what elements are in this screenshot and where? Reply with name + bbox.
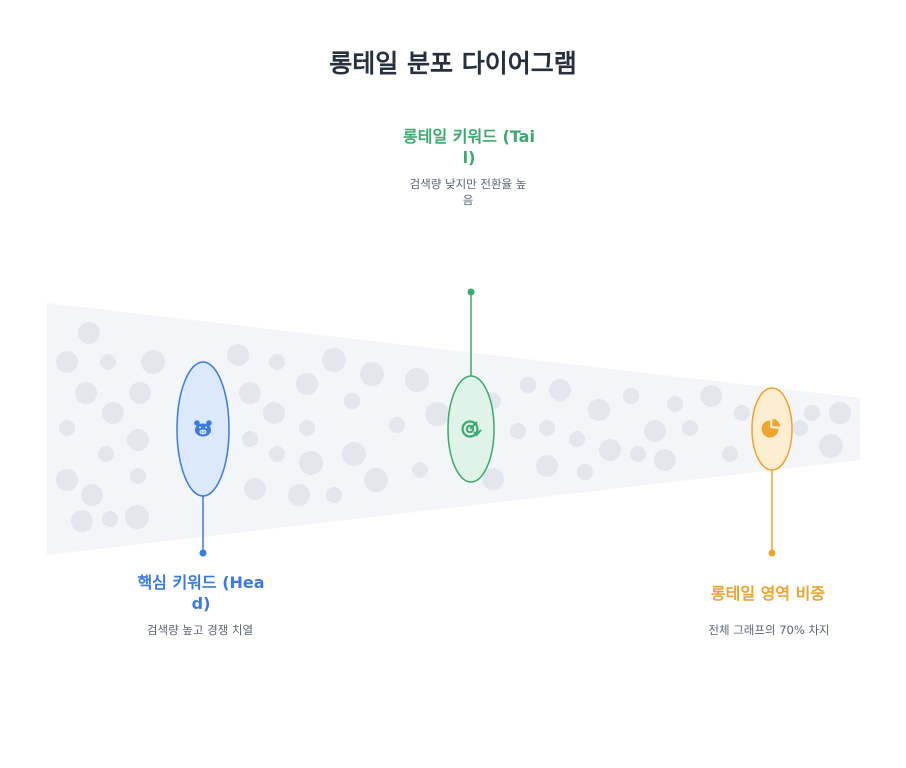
keyword-dot [125, 505, 149, 529]
keyword-dot [536, 455, 558, 477]
keyword-dot [322, 348, 346, 372]
long-tail-share-description: 전체 그래프의 70% 차지 [708, 623, 830, 637]
head-node [176, 361, 230, 497]
keyword-dot [269, 446, 285, 462]
share-node [751, 387, 793, 471]
share-connector-dot [768, 549, 776, 557]
keyword-dot [227, 344, 249, 366]
keyword-dot [299, 451, 323, 475]
tail-node [447, 375, 495, 483]
keyword-dot [100, 354, 116, 370]
keyword-dot [829, 402, 851, 424]
keyword-dot [588, 399, 610, 421]
keyword-dot [412, 462, 428, 478]
keyword-dots [56, 322, 851, 532]
keyword-dot [269, 354, 285, 370]
keyword-dot [129, 382, 151, 404]
head-keyword-description: 검색량 높고 경쟁 치열 [146, 623, 254, 637]
tail-connector-dot [467, 288, 475, 296]
keyword-dot [539, 420, 555, 436]
page-title: 롱테일 분포 다이어그램 [329, 49, 577, 78]
keyword-dot [700, 385, 722, 407]
tail-keyword-description: 검색량 낮지만 전환율 높음 [409, 177, 527, 207]
keyword-dot [296, 373, 318, 395]
keyword-dot [405, 368, 429, 392]
keyword-dot [425, 402, 449, 426]
keyword-dot [56, 351, 78, 373]
keyword-dot [288, 484, 310, 506]
keyword-dot [102, 511, 118, 527]
keyword-dot [242, 431, 258, 447]
keyword-dot [734, 405, 750, 421]
keyword-dot [342, 442, 366, 466]
keyword-dot [78, 322, 100, 344]
keyword-dot [244, 478, 266, 500]
tail-keyword-label: 롱테일 키워드 (Tail) [403, 127, 535, 167]
keyword-dot [482, 468, 504, 490]
long-tail-share-label: 롱테일 영역 비중 [710, 584, 826, 603]
keyword-dot [127, 429, 149, 451]
keyword-dot [81, 484, 103, 506]
keyword-dot [569, 431, 585, 447]
keyword-dot [804, 405, 820, 421]
keyword-dot [510, 423, 526, 439]
keyword-dot [549, 379, 571, 401]
keyword-dot [644, 420, 666, 442]
keyword-dot [59, 420, 75, 436]
keyword-dot [792, 420, 808, 436]
keyword-dot [360, 362, 384, 386]
keyword-dot [682, 420, 698, 436]
keyword-dot [56, 469, 78, 491]
keyword-dot [667, 396, 683, 412]
keyword-dot [630, 446, 646, 462]
keyword-dot [239, 382, 261, 404]
keyword-dot [623, 388, 639, 404]
keyword-dot [98, 446, 114, 462]
pie-chart-icon [761, 419, 780, 438]
piggy-bank-icon [194, 420, 212, 437]
keyword-dot [130, 468, 146, 484]
keyword-dot [299, 420, 315, 436]
keyword-dot [71, 510, 93, 532]
keyword-dot [599, 439, 621, 461]
head-connector-dot [199, 549, 207, 557]
target-check-icon [461, 420, 482, 438]
head-keyword-label: 핵심 키워드 (Head) [137, 573, 265, 613]
keyword-dot [263, 402, 285, 424]
keyword-dot [654, 449, 676, 471]
keyword-dot [364, 468, 388, 492]
keyword-dot [819, 434, 843, 458]
keyword-dot [141, 350, 165, 374]
keyword-dot [326, 487, 342, 503]
keyword-dot [389, 417, 405, 433]
keyword-dot [520, 377, 536, 393]
keyword-dot [344, 393, 360, 409]
keyword-dot [75, 382, 97, 404]
keyword-dot [577, 464, 593, 480]
keyword-dot [722, 446, 738, 462]
keyword-dot [102, 402, 124, 424]
